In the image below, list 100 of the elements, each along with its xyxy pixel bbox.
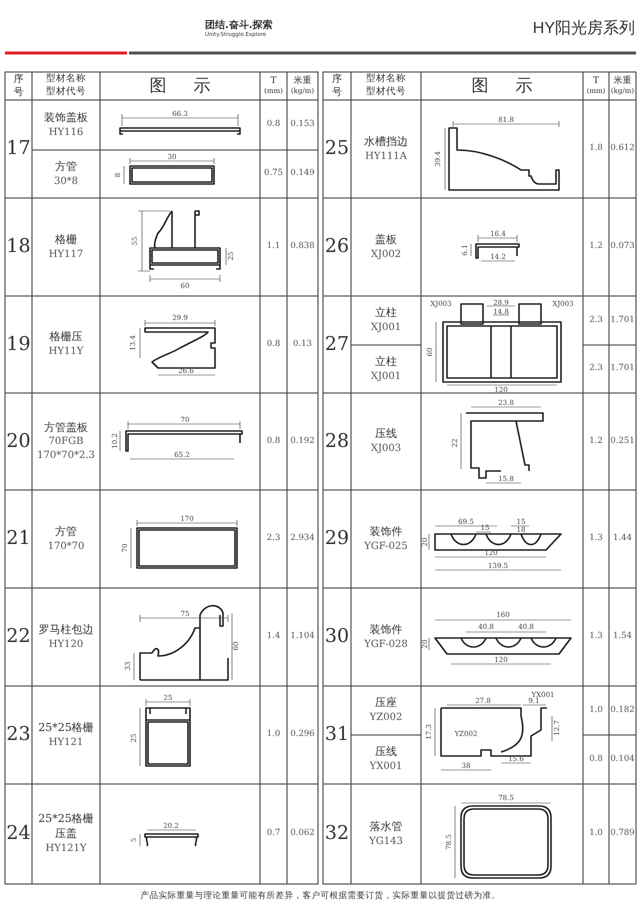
column-header: 型材代号 [46,86,86,99]
profile-code: YG143 [369,834,403,848]
weight-value: 0.192 [290,436,315,448]
weight-value: 0.182 [610,704,635,716]
thickness-value: 2.3 [266,533,280,545]
profile-name: 水槽挡边 [364,134,408,150]
column-header: 米重 [294,75,312,88]
thickness-value: 1.0 [589,704,603,716]
thickness-value: 2.3 [589,363,603,375]
column-header: 米重 [614,75,632,88]
profile-name: 落水管 [370,820,402,835]
profile-code: YGF-028 [364,638,408,652]
row-number: 26 [324,234,350,260]
row-number: 23 [6,722,31,748]
column-header: 图示 [470,74,560,98]
profile-name: 25*25格栅压盖 [37,812,95,842]
profile-name: 25*25格栅 [38,720,94,736]
slogan-text: 团结.奋斗.探索 [205,18,273,32]
thickness-value: 0.8 [266,119,280,131]
weight-value: 0.838 [290,241,315,253]
thickness-value: 1.3 [589,533,603,545]
profile-name: 立柱 [375,306,397,322]
profile-name: 方管 [55,160,77,175]
weight-value: 0.612 [610,143,635,155]
profile-code: HY116 [48,126,84,140]
profile-code: HY120 [48,638,84,652]
row-number: 28 [324,428,350,454]
row-number: 21 [6,526,31,552]
weight-value: 0.251 [610,436,635,448]
profile-name: 装饰件 [370,524,402,540]
page-title: HY阳光房系列 [532,18,635,40]
profile-name: 压线 [375,427,397,442]
profile-name: 方管 [55,524,77,540]
profile-code: HY111A [365,150,407,164]
profile-code: HY121Y [45,842,86,856]
profile-name: 装饰盖板 [44,110,88,126]
row-number: 18 [6,234,31,260]
thickness-value: 2.3 [589,314,603,326]
weight-value: 1.104 [290,631,315,643]
row-number: 31 [324,722,350,748]
weight-value: 1.54 [613,631,632,643]
profile-name: 盖板 [375,232,397,248]
weight-value: 2.934 [290,533,315,545]
profile-name: 装饰件 [370,622,402,638]
thickness-value: 1.2 [589,241,603,253]
profile-code: 70FGB [48,435,84,449]
thickness-value: 0.8 [266,436,280,448]
weight-value: 1.44 [613,533,632,545]
profile-code: YZ002 [370,711,402,725]
profile-code: 30*8 [54,174,78,188]
weight-value: 0.073 [610,241,635,253]
row-number: 32 [324,821,350,846]
row-number: 19 [6,332,31,357]
profile-name: 格栅 [55,232,77,248]
row-number: 24 [6,821,31,846]
row-number: 29 [324,526,350,552]
thickness-value: 1.0 [589,828,603,840]
weight-value: 0.296 [290,729,315,741]
profile-code: YX001 [370,760,402,774]
thickness-value: 1.2 [589,436,603,448]
profile-code: HY121 [48,736,84,750]
profile-code: HY117 [48,248,84,262]
profile-name: 压座 [375,696,397,712]
thickness-value: 1.0 [266,729,280,741]
thickness-value: 0.7 [266,828,280,840]
profile-code: XJ001 [370,370,402,384]
weight-value: 0.062 [290,828,315,840]
thickness-value: 1.8 [589,143,603,155]
weight-value: 0.104 [610,754,635,766]
thickness-value: 1.1 [266,241,280,253]
column-header: 型材代号 [366,86,406,99]
weight-value: 1.701 [610,363,635,375]
column-header: 图示 [148,74,238,98]
profile-code: 170*70 [48,540,84,554]
thickness-value: 0.75 [264,168,283,180]
column-header: 序号 [13,72,24,100]
thickness-value: 0.8 [589,754,603,766]
row-number: 22 [6,624,31,650]
row-number: 27 [324,332,350,357]
profile-name: 方管盖板 [44,420,88,436]
weight-value: 0.13 [293,338,312,350]
profile-name: 立柱 [375,354,397,370]
column-header: 型材名称 [46,73,86,86]
thickness-value: 1.3 [589,631,603,643]
profile-code: YGF-025 [364,540,408,554]
weight-value: 0.153 [290,119,315,131]
row-number: 17 [6,136,31,162]
row-number: 20 [6,428,31,454]
column-header: 序号 [332,72,342,100]
row-number: 30 [324,624,350,650]
profile-code: XJ003 [370,442,402,456]
thickness-value: 0.8 [266,338,280,350]
weight-value: 0.149 [290,168,315,180]
thickness-value: 1.4 [266,631,280,643]
profile-code: HY11Y [48,345,84,359]
profile-name: 压线 [375,745,397,760]
footnote: 产品实际重量与理论重量可能有所差异，客户可根据需要订货，实际重量以提货过磅为准。 [140,891,500,903]
profile-code: XJ002 [370,248,402,262]
row-number: 25 [324,136,350,162]
column-header: T [270,75,276,88]
